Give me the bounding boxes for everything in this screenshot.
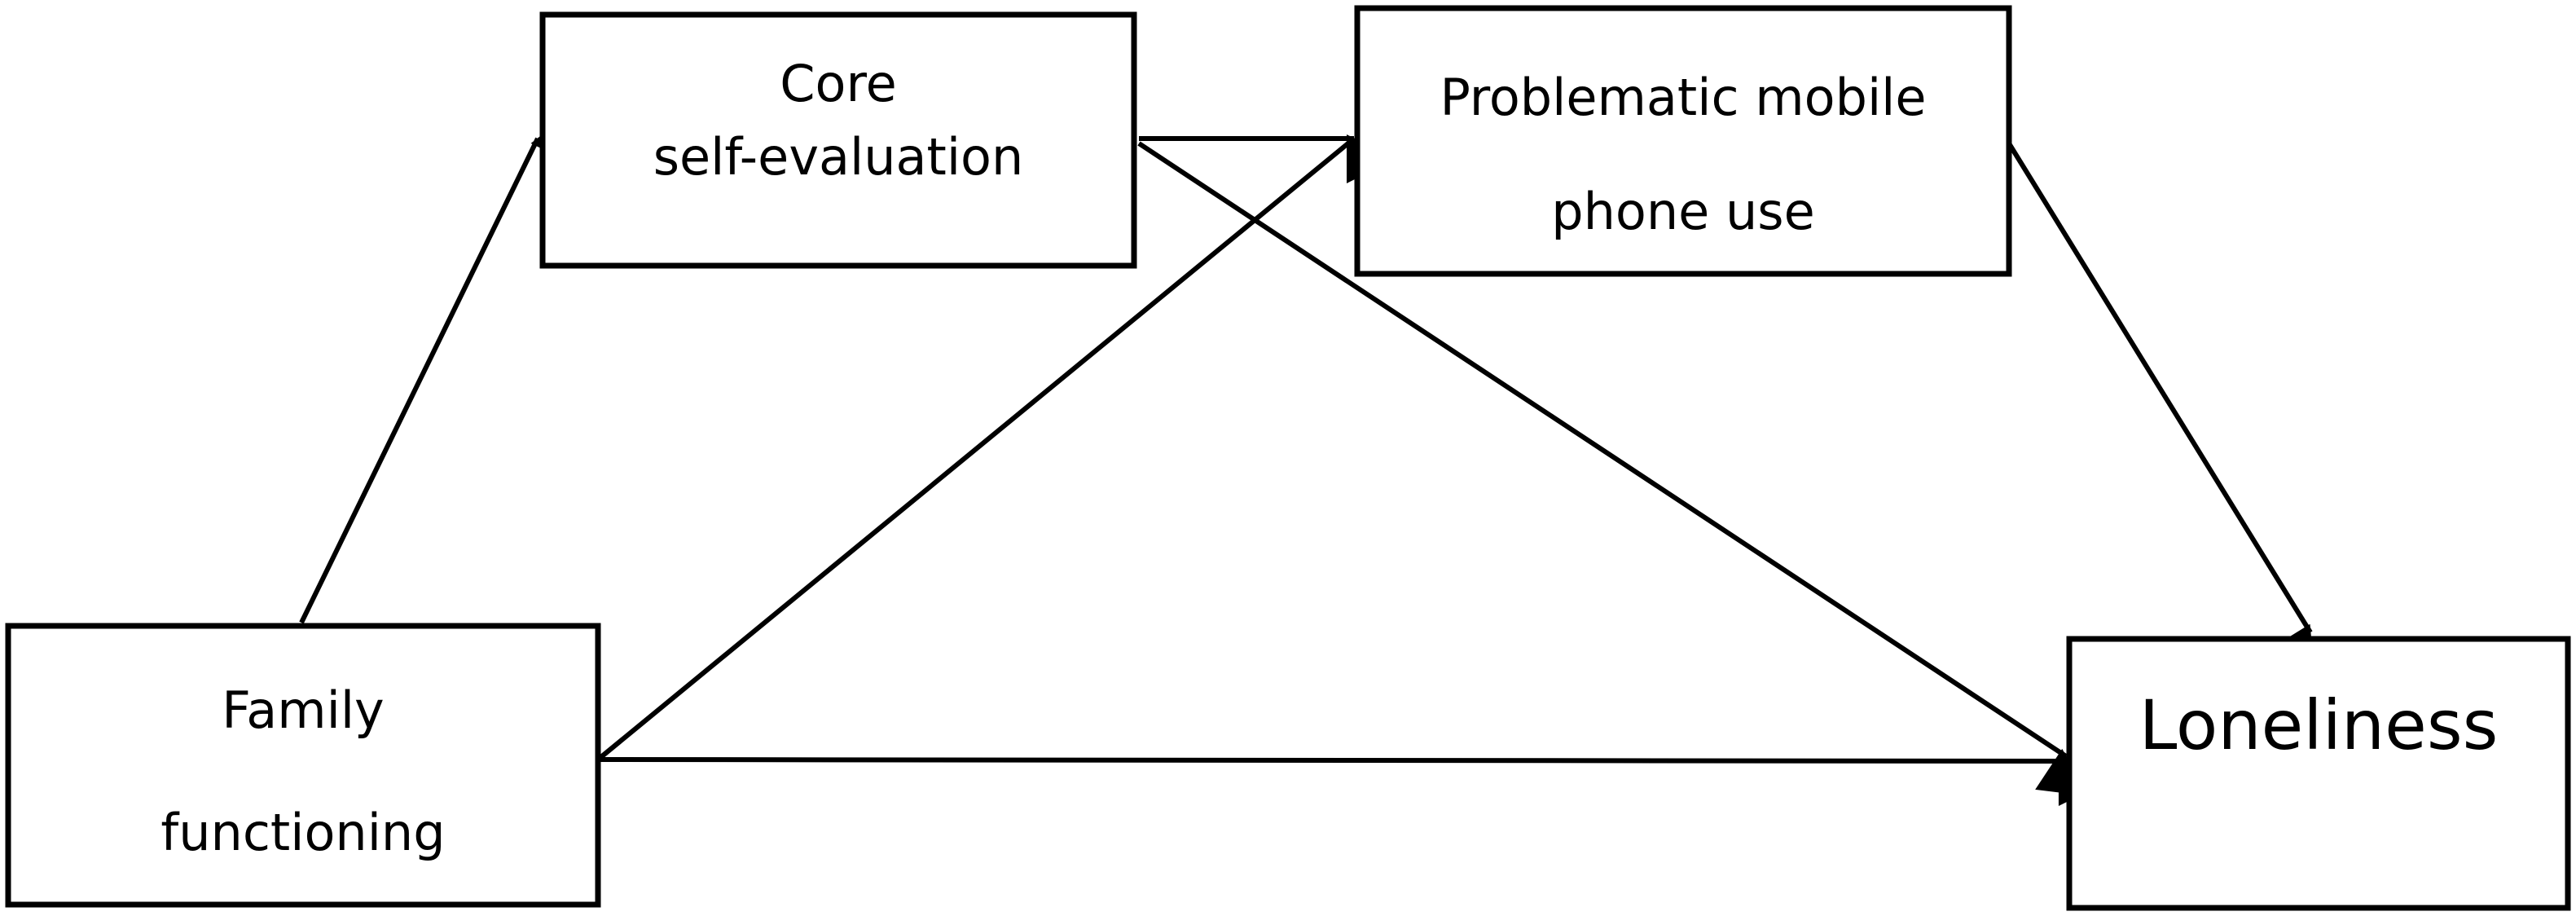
node-core-self-evaluation: Core self-evaluation [539, 11, 1137, 269]
node-box [5, 623, 601, 908]
edges [299, 110, 2315, 806]
node-label-line: Family [222, 680, 385, 740]
node-problematic-mobile-phone-use: Problematic mobile phone use [1354, 5, 2012, 277]
edge-family-to-pmpu [596, 127, 1400, 762]
node-family-functioning: Family functioning [5, 623, 601, 908]
edge-family-to-loneliness [597, 756, 2108, 806]
node-box [2066, 636, 2571, 911]
node-label-line: Core [780, 54, 897, 113]
node-loneliness: Loneliness [2066, 636, 2571, 911]
node-label-line: Problematic mobile [1440, 68, 1926, 127]
node-label-line: self-evaluation [653, 127, 1024, 187]
edge-pmpu-to-loneliness [2007, 142, 2315, 679]
node-label-line: Loneliness [2139, 685, 2499, 765]
node-label-line: phone use [1551, 182, 1814, 241]
node-box [539, 11, 1137, 269]
node-label-line: functioning [160, 803, 445, 862]
node-box [1354, 5, 2012, 277]
edge-core-to-loneliness [1137, 141, 2090, 796]
edge-family-to-core [299, 110, 575, 624]
